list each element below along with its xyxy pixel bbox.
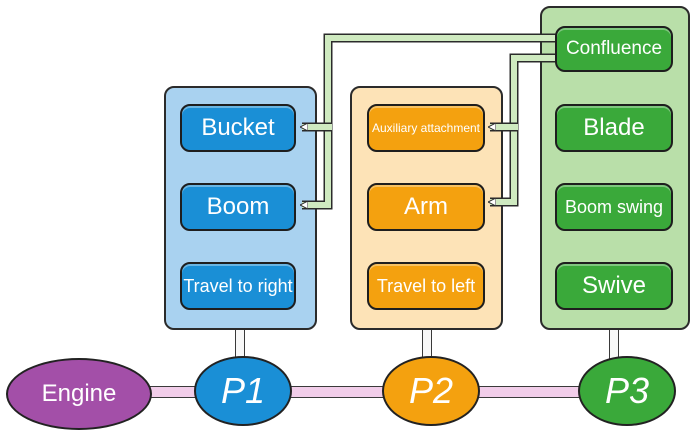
auxiliary-attachment-button: Auxiliary attachment: [367, 104, 485, 152]
travel-right-button: Travel to right: [180, 262, 296, 310]
pump-p1: P1: [194, 356, 292, 426]
p3-connector: [609, 330, 619, 364]
boom-button: Boom: [180, 183, 296, 231]
confluence-button: Confluence: [555, 26, 673, 72]
pump-p3: P3: [578, 356, 676, 426]
swive-button: Swive: [555, 262, 673, 310]
bucket-button: Bucket: [180, 104, 296, 152]
p1-connector: [235, 330, 245, 364]
flow-to-boom: [302, 35, 558, 205]
pump-p2: P2: [382, 356, 480, 426]
blade-button: Blade: [555, 104, 673, 152]
arm-button: Arm: [367, 183, 485, 231]
engine-node: Engine: [6, 358, 152, 430]
boom-swing-button: Boom swing: [555, 183, 673, 231]
travel-left-button: Travel to left: [367, 262, 485, 310]
p2-connector: [422, 330, 432, 364]
